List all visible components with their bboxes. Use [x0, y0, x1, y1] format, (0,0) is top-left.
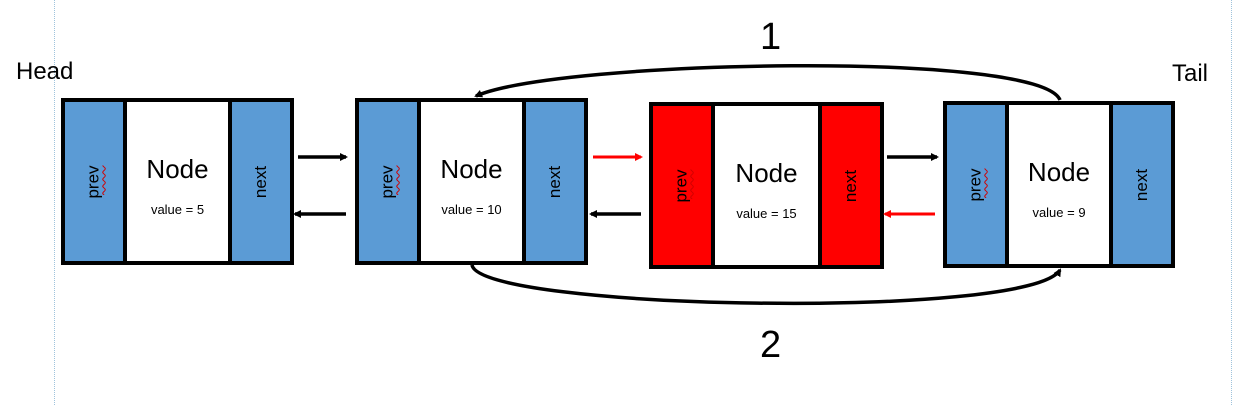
node-value: value = 15 [736, 206, 797, 221]
left-guide-line [54, 0, 55, 405]
next-pointer-cell: next [822, 106, 880, 265]
node-value: value = 9 [1032, 205, 1086, 220]
next-pointer-cell: next [526, 102, 584, 261]
rewire-arrow-1 [474, 64, 1062, 101]
node-value-9: prev Node value = 9 next [943, 101, 1175, 268]
node-value: value = 10 [441, 202, 502, 217]
node-value-10: prev Node value = 10 next [355, 98, 588, 265]
prev-pointer-cell: prev [653, 106, 711, 265]
next-pointer-cell: next [232, 102, 290, 261]
node-body: Node value = 5 [127, 102, 228, 261]
prev-pointer-cell: prev [65, 102, 123, 261]
node-title: Node [735, 158, 798, 188]
node-title: Node [1027, 157, 1091, 187]
node-value-15-highlighted: prev Node value = 15 next [649, 102, 884, 269]
node-value: value = 5 [150, 202, 205, 217]
next-pointer-cell: next [1113, 105, 1171, 264]
node-title: Node [440, 154, 503, 184]
right-guide-line [1231, 0, 1232, 405]
head-label: Head [16, 58, 74, 85]
prev-pointer-cell: prev [359, 102, 417, 261]
node-body: Node value = 15 [715, 106, 818, 265]
node-body: Node value = 10 [421, 102, 522, 261]
node-value-5: prev Node value = 5 next [61, 98, 294, 265]
node-body: Node value = 9 [1009, 105, 1109, 264]
prev-pointer-cell: prev [947, 105, 1005, 264]
step-2-label: 2 [760, 324, 782, 366]
step-1-label: 1 [760, 16, 782, 58]
node-title: Node [146, 154, 209, 184]
tail-label: Tail [1172, 60, 1209, 87]
rewire-arrow-2 [470, 264, 1062, 306]
